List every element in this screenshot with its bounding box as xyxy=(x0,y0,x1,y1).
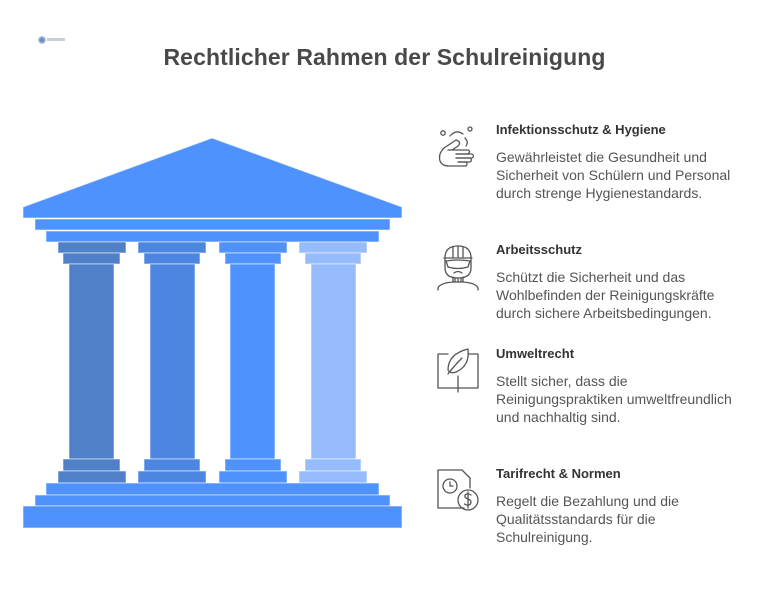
brand-logo-icon xyxy=(38,35,66,44)
temple-step-2 xyxy=(34,494,391,507)
column-2 xyxy=(137,241,207,484)
logo-mark xyxy=(38,36,46,44)
item-heading: Umweltrecht xyxy=(496,346,575,361)
page-title: Rechtlicher Rahmen der Schulreinigung xyxy=(163,44,606,70)
item-description: Schützt die Sicherheit und das Wohlbefin… xyxy=(496,269,715,321)
entablature-band-2 xyxy=(45,230,380,243)
temple-step-3 xyxy=(22,505,403,529)
hand-washing-icon xyxy=(438,126,475,167)
entablature-band-1 xyxy=(34,218,391,231)
column-3 xyxy=(218,241,288,484)
item-description: Stellt sicher, dass die Reinigungsprakti… xyxy=(496,373,732,425)
item-description: Gewährleistet die Gesundheit und Sicherh… xyxy=(496,149,731,201)
column-4 xyxy=(298,241,368,484)
item-heading: Infektionsschutz & Hygiene xyxy=(496,122,666,137)
logo-wordmark xyxy=(47,38,65,41)
clock-dollar-document-icon xyxy=(437,469,479,511)
temple-step-1 xyxy=(45,482,380,496)
item-heading: Tarifrecht & Normen xyxy=(496,466,621,481)
item-description: Regelt die Bezahlung und die Qualitätsst… xyxy=(496,493,679,545)
worker-helmet-icon xyxy=(437,245,479,291)
leaf-book-icon xyxy=(437,348,479,393)
column-1 xyxy=(57,241,127,484)
temple-roof xyxy=(22,137,403,219)
item-heading: Arbeitsschutz xyxy=(496,242,582,257)
